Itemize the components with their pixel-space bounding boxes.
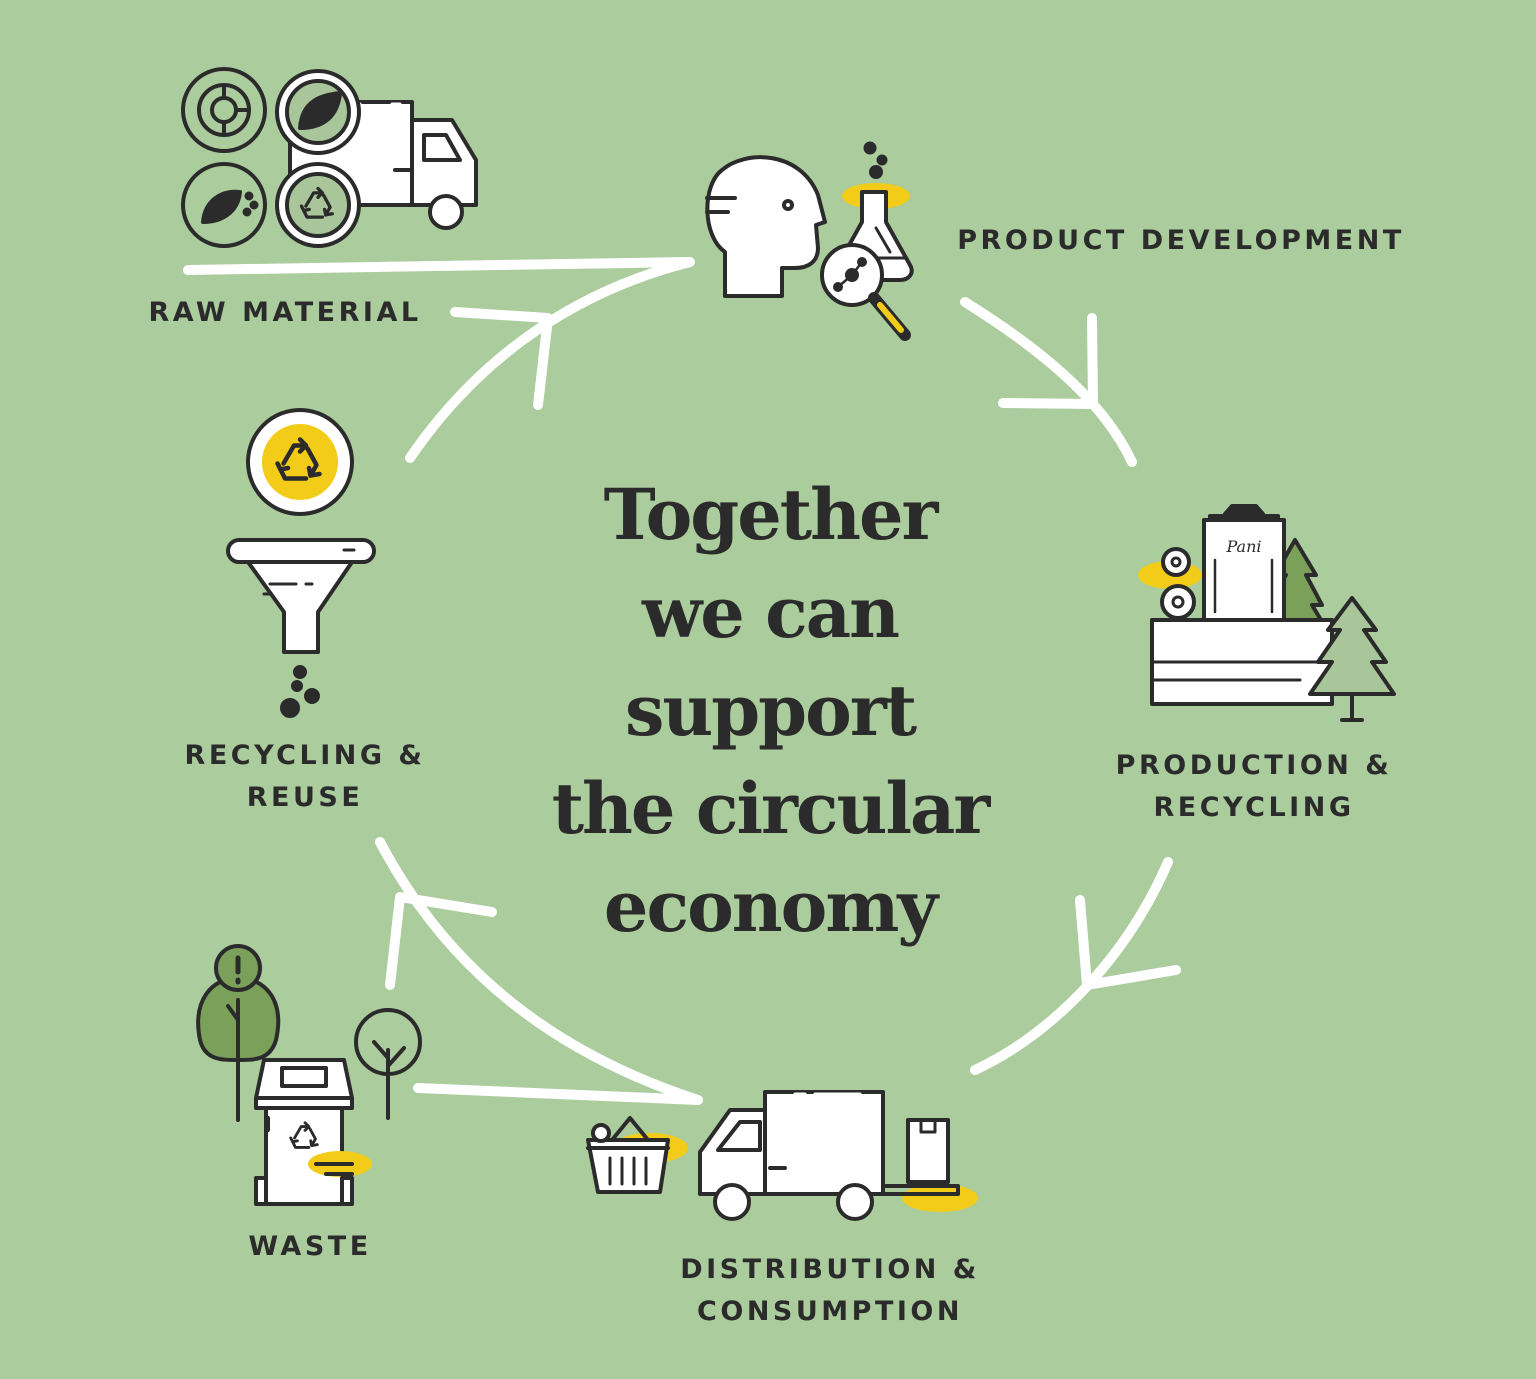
stage-label-line: RAW MATERIAL [148, 297, 422, 328]
arrow-head-raw [450, 307, 553, 410]
product-development-icon [705, 141, 914, 341]
recycling-funnel-icon [226, 408, 376, 718]
gear-icon [1160, 584, 1196, 620]
stage-label-line: RECYCLING & [184, 740, 426, 771]
cycle-arrows [183, 257, 1181, 1105]
tree-outline-icon [354, 1008, 422, 1120]
brand-logo-text: Pani [1225, 537, 1261, 556]
stage-label-recycling: RECYCLING & REUSE [150, 735, 460, 819]
stage-label-line: CONSUMPTION [697, 1296, 963, 1327]
headline-line: the circular [551, 767, 991, 850]
gear-icon [1161, 547, 1191, 577]
head-icon [705, 155, 827, 298]
arrow-head-distribution [1075, 895, 1181, 990]
headline-line: support [624, 669, 917, 752]
raw-material-icon [181, 67, 478, 248]
hand-truck-box-icon [881, 1118, 960, 1196]
arrow-head-recycling [385, 892, 497, 990]
stage-label-product-development: PRODUCT DEVELOPMENT [926, 220, 1436, 262]
arrow-distribution-to-waste [375, 837, 703, 1105]
production-icon: Pani [1138, 504, 1396, 722]
arrow-recycling-to-raw [405, 257, 695, 463]
stage-label-raw-material: RAW MATERIAL [120, 292, 450, 334]
arrow-raw-to-product [183, 257, 693, 275]
stage-label-distribution: DISTRIBUTION & CONSUMPTION [650, 1249, 1010, 1333]
arrow-product-to-production [960, 297, 1137, 467]
stage-label-line: RECYCLING [1153, 792, 1355, 823]
delivery-truck-icon [698, 1090, 885, 1221]
seeds-icon [181, 162, 267, 248]
headline-line: economy [603, 865, 938, 948]
stage-label-line: REUSE [246, 782, 364, 813]
arrow-head-production [998, 313, 1098, 409]
basket-icon [586, 1116, 670, 1194]
arrow-waste-to-raw-line [413, 1083, 703, 1105]
shell-icon [181, 67, 267, 153]
waste-bin-icon [196, 944, 422, 1206]
headline: Together we can support the circular eco… [470, 466, 1070, 956]
stage-label-line: WASTE [248, 1231, 372, 1262]
distribution-icon [586, 1090, 978, 1221]
stage-label-production: PRODUCTION & RECYCLING [1084, 745, 1424, 829]
stage-label-waste: WASTE [220, 1226, 400, 1268]
stage-label-line: PRODUCT DEVELOPMENT [957, 225, 1405, 256]
headline-line: Together [603, 473, 939, 556]
stage-label-line: DISTRIBUTION & [680, 1254, 980, 1285]
tree-round-icon [196, 944, 281, 1122]
headline-line: we can [641, 571, 900, 654]
stage-label-line: PRODUCTION & [1115, 750, 1393, 781]
